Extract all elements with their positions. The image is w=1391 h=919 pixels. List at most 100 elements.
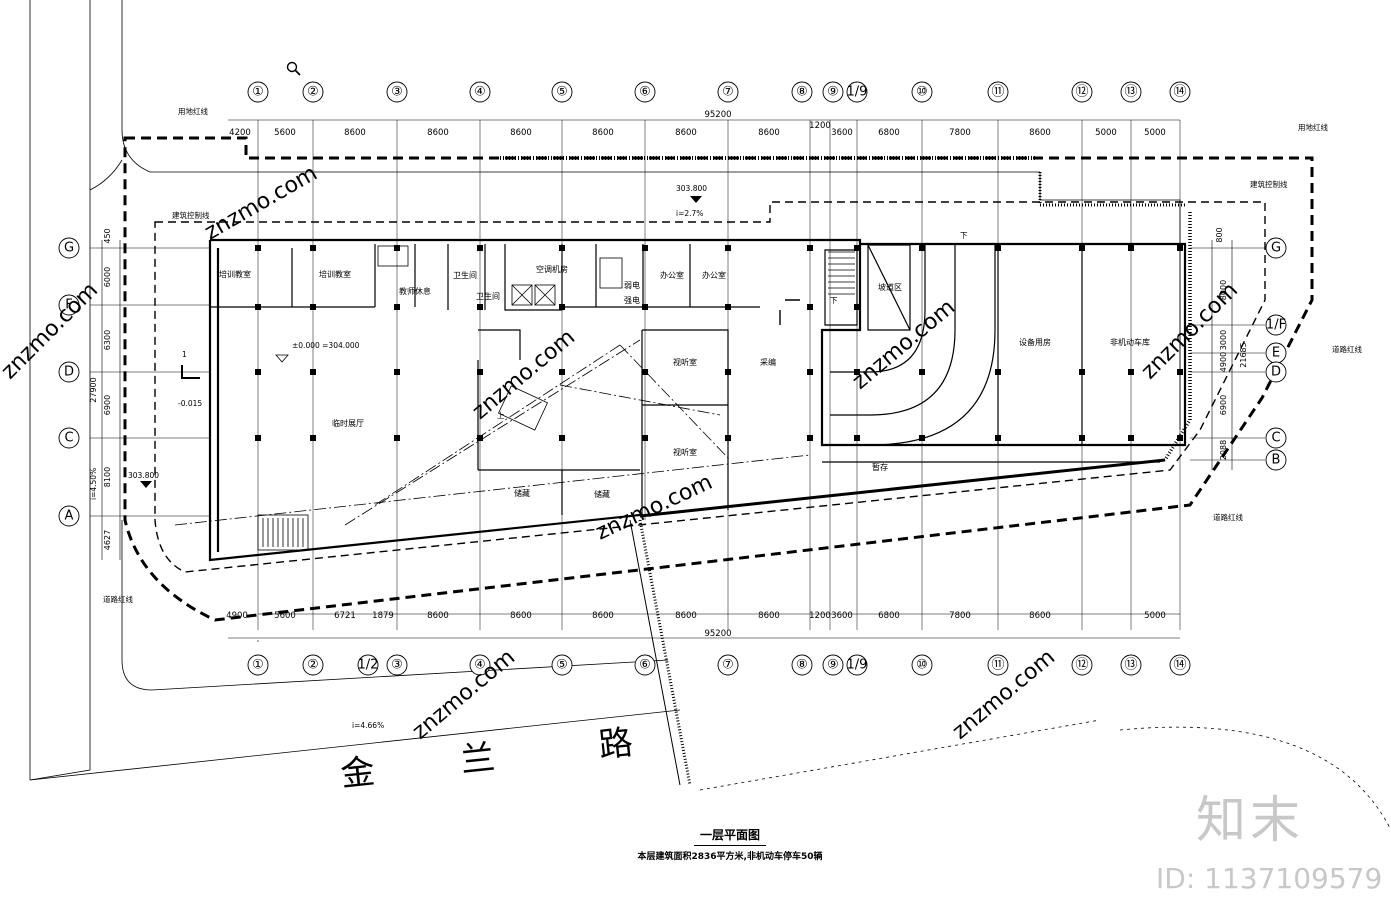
dim-bottom-6: 8600 xyxy=(592,611,614,621)
slope-road: i=4.66% xyxy=(352,721,384,730)
grid-bubble-top-7: ⑧ xyxy=(791,81,813,103)
grid-bubble-bottom-14: ⑬ xyxy=(1120,654,1142,676)
svg-text:⑦: ⑦ xyxy=(722,658,734,673)
drawing-subtitle: 本层建筑面积2836平方米,非机动车停车50辆 xyxy=(637,852,823,862)
dim-left-0: 450 xyxy=(103,228,112,243)
column-38 xyxy=(919,435,925,441)
svg-text:①: ① xyxy=(252,658,264,673)
svg-text:①: ① xyxy=(252,85,264,100)
column-48 xyxy=(1177,245,1183,251)
svg-text:znzmo.com: znzmo.com xyxy=(0,278,103,384)
dim-left-6: 4627 xyxy=(103,530,112,550)
svg-text:⑦: ⑦ xyxy=(722,85,734,100)
svg-text:B: B xyxy=(1272,453,1281,468)
grid-bubble-top-2: ③ xyxy=(386,81,408,103)
svg-text:②: ② xyxy=(307,85,319,100)
room-av-2: 视听室 xyxy=(673,447,697,457)
dimension-lines xyxy=(101,119,1233,642)
svg-text:G: G xyxy=(64,241,74,256)
svg-text:⑫: ⑫ xyxy=(1075,658,1088,673)
column-11 xyxy=(394,435,400,441)
dim-right-5: 6900 xyxy=(1219,395,1228,415)
column-24 xyxy=(725,245,731,251)
level-marker-left xyxy=(140,481,152,488)
grid-bubble-bottom-2: 1/2 xyxy=(358,654,378,676)
dim-left-5: 8100 xyxy=(103,467,112,487)
column-3 xyxy=(255,435,261,441)
level-zero: ±0.000 =304.000 xyxy=(292,341,360,350)
slope-top: i=2.7% xyxy=(676,209,703,218)
grid-bubble-bottom-7: ⑦ xyxy=(717,654,739,676)
grid-bubble-top-8: ⑨ xyxy=(822,81,844,103)
svg-text:C: C xyxy=(1271,431,1280,446)
svg-text:znzmo.com: znzmo.com xyxy=(408,645,520,745)
room-office-1: 办公室 xyxy=(660,270,684,280)
dim-bottom-7: 8600 xyxy=(675,611,697,621)
svg-text:G: G xyxy=(1271,241,1281,256)
svg-text:⑭: ⑭ xyxy=(1173,658,1186,673)
column-27 xyxy=(725,435,731,441)
section-mark: 1 xyxy=(182,350,187,359)
room-toilet: 卫生间 xyxy=(476,291,500,301)
column-32 xyxy=(854,245,860,251)
dim-top-11: 7800 xyxy=(949,128,971,138)
column-26 xyxy=(725,369,731,375)
grid-bubble-top-1: ② xyxy=(302,81,324,103)
column-18 xyxy=(559,369,565,375)
svg-text:⑨: ⑨ xyxy=(827,85,839,100)
column-2 xyxy=(255,369,261,375)
dim-bottom-4: 8600 xyxy=(427,611,449,621)
boundary-dashed xyxy=(123,136,1314,622)
column-45 xyxy=(1128,245,1134,251)
grid-bubble-right-4: C xyxy=(1265,427,1287,449)
columns xyxy=(255,245,1183,441)
svg-text:⑬: ⑬ xyxy=(1124,85,1137,100)
level-marker-top xyxy=(690,196,702,203)
dim-top-9: 3600 xyxy=(831,128,853,138)
svg-text:⑪: ⑪ xyxy=(991,85,1004,100)
grid-bubble-bottom-13: ⑫ xyxy=(1071,654,1093,676)
level-marker-zero xyxy=(275,354,289,363)
grid-bubble-bottom-8: ⑧ xyxy=(791,654,813,676)
drawing-title-block: 一层平面图 本层建筑面积2836平方米,非机动车停车50辆 xyxy=(600,826,860,862)
magnifier-icon[interactable] xyxy=(286,61,302,77)
grid-bubble-bottom-9: ⑨ xyxy=(822,654,844,676)
grid-bubble-right-1: 1/F xyxy=(1265,314,1287,336)
road-char-2: 兰 xyxy=(459,738,497,781)
road-char-3: 路 xyxy=(597,723,635,766)
grid-bubble-right-0: G xyxy=(1265,237,1287,259)
dim-right-2: 3000 xyxy=(1219,330,1228,350)
column-21 xyxy=(642,304,648,310)
dim-right-6: 2088 xyxy=(1219,440,1228,460)
control-dashed xyxy=(154,201,1391,831)
svg-text:D: D xyxy=(1271,365,1281,380)
level-low: -0.015 xyxy=(178,399,202,408)
column-0 xyxy=(255,245,261,251)
dim-bottom-12: 7800 xyxy=(949,611,971,621)
svg-text:E: E xyxy=(1272,346,1280,361)
svg-text:⑩: ⑩ xyxy=(916,658,928,673)
room-toilet-staff: 卫生间 xyxy=(453,270,477,280)
svg-text:⑩: ⑩ xyxy=(916,85,928,100)
column-37 xyxy=(919,369,925,375)
room-labels: 培训教室 培训教室 教师休息 卫生间 卫生间 空调机房 办公室 办公室 弱电 强… xyxy=(219,264,1150,499)
dim-top-total: 95200 xyxy=(704,110,731,120)
dim-top-1: 5600 xyxy=(274,128,296,138)
column-4 xyxy=(310,245,316,251)
dim-right-0: 800 xyxy=(1215,227,1224,242)
column-34 xyxy=(854,369,860,375)
road-red-right: 道路红线 xyxy=(1332,344,1362,354)
column-15 xyxy=(477,435,483,441)
dim-top-3: 8600 xyxy=(427,128,449,138)
room-equip: 设备用房 xyxy=(1019,337,1051,347)
svg-text:1/9: 1/9 xyxy=(847,85,868,100)
column-39 xyxy=(995,245,1001,251)
level-ext-left: 303.800 xyxy=(128,471,159,480)
dim-left-1: 6000 xyxy=(103,267,112,287)
svg-text:F: F xyxy=(65,298,72,313)
grid-bubble-top-3: ④ xyxy=(469,81,491,103)
ramp-down: 下 xyxy=(960,231,968,240)
svg-text:C: C xyxy=(64,431,73,446)
svg-text:③: ③ xyxy=(391,658,403,673)
